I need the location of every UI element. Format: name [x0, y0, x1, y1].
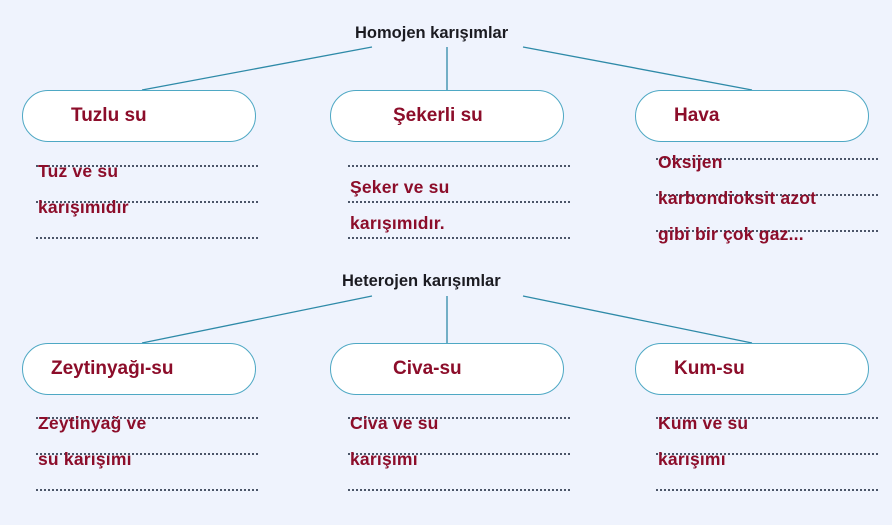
- answer-block-hava[interactable]: Oksijen karbondioksit azot gibi bir çok …: [656, 150, 878, 250]
- rule-line: [348, 237, 570, 239]
- answer-text: Kum ve su karışımı: [658, 405, 886, 477]
- answer-line: karışımıdır: [38, 197, 129, 217]
- answer-text: Tuz ve su karışımıdır: [38, 153, 266, 225]
- rule-line: [36, 453, 258, 455]
- node-label: Zeytinyağı-su: [51, 358, 174, 379]
- answer-line: Zeytinyağ ve: [38, 413, 147, 433]
- rule-line: [656, 158, 878, 160]
- answer-block-civa-su[interactable]: Civa ve su karışımı: [348, 409, 570, 509]
- rule-line: [348, 201, 570, 203]
- answer-block-zeytinyagi-su[interactable]: Zeytinyağ ve su karışımı: [36, 409, 258, 509]
- answer-line: Şeker ve su: [350, 177, 450, 197]
- answer-line: gibi bir çok gaz...: [658, 224, 804, 244]
- group-heading-heterojen: Heterojen karışımlar: [342, 272, 501, 290]
- answer-line: karışımıdır.: [350, 213, 445, 233]
- answer-text: Zeytinyağ ve su karışımı: [38, 405, 266, 477]
- answer-line: su karışımı: [38, 449, 132, 469]
- rule-line: [656, 453, 878, 455]
- rule-line: [36, 489, 258, 491]
- rule-line: [36, 417, 258, 419]
- answer-line: Tuz ve su: [38, 161, 119, 181]
- connector-homojen-right: [522, 46, 753, 91]
- node-sekerli-su[interactable]: Şekerli su: [330, 90, 564, 142]
- node-tuzlu-su[interactable]: Tuzlu su: [22, 90, 256, 142]
- node-label: Civa-su: [393, 358, 462, 379]
- rule-line: [656, 194, 878, 196]
- group-heading-homojen: Homojen karışımlar: [355, 24, 509, 42]
- answer-line: Civa ve su: [350, 413, 439, 433]
- answer-block-sekerli-su[interactable]: Şeker ve su karışımıdır.: [348, 157, 570, 257]
- rule-line: [348, 453, 570, 455]
- rule-line: [36, 237, 258, 239]
- rule-line: [656, 489, 878, 491]
- rule-line: [656, 417, 878, 419]
- answer-block-tuzlu-su[interactable]: Tuz ve su karışımıdır: [36, 157, 258, 257]
- rule-line: [656, 230, 878, 232]
- node-label: Şekerli su: [393, 105, 483, 126]
- answer-block-kum-su[interactable]: Kum ve su karışımı: [656, 409, 878, 509]
- answer-line: Kum ve su: [658, 413, 749, 433]
- rule-line: [348, 165, 570, 167]
- answer-text: Şeker ve su karışımıdır.: [350, 169, 578, 241]
- node-civa-su[interactable]: Civa-su: [330, 343, 564, 395]
- answer-line: Oksijen: [658, 152, 723, 172]
- node-zeytinyagi-su[interactable]: Zeytinyağı-su: [22, 343, 256, 395]
- answer-line: karbondioksit azot: [658, 188, 817, 208]
- node-label: Hava: [674, 105, 720, 126]
- answer-line: karışımı: [350, 449, 418, 469]
- rule-line: [348, 489, 570, 491]
- node-hava[interactable]: Hava: [635, 90, 869, 142]
- connector-heterojen-right: [522, 295, 753, 344]
- connector-heterojen-left: [141, 295, 373, 344]
- rule-line: [348, 417, 570, 419]
- node-kum-su[interactable]: Kum-su: [635, 343, 869, 395]
- node-label: Tuzlu su: [71, 105, 147, 126]
- answer-text: Civa ve su karışımı: [350, 405, 578, 477]
- rule-line: [36, 201, 258, 203]
- connector-homojen-left: [141, 46, 373, 91]
- answer-text: Oksijen karbondioksit azot gibi bir çok …: [658, 144, 886, 252]
- rule-line: [36, 165, 258, 167]
- node-label: Kum-su: [674, 358, 745, 379]
- answer-line: karışımı: [658, 449, 726, 469]
